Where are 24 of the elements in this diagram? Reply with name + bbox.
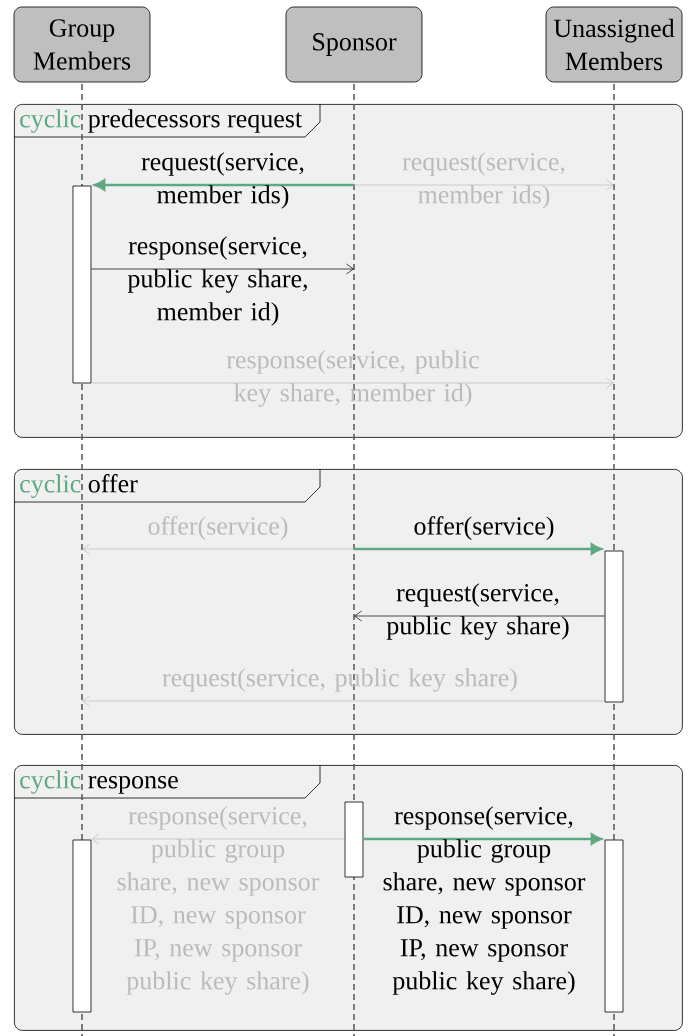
- activation-bar: [72, 185, 92, 384]
- message-arrow: [91, 377, 614, 389]
- message-arrow: [363, 833, 602, 845]
- activation-bar: [344, 801, 364, 878]
- activation-bar: [604, 839, 624, 1013]
- message-arrow: [94, 179, 354, 191]
- message-arrow: [91, 263, 354, 275]
- activation-bar: [604, 550, 624, 703]
- participant-box: Group Members: [13, 6, 151, 83]
- lifeline: [353, 83, 355, 1036]
- participant-box: Sponsor: [285, 6, 423, 83]
- message-arrow: [82, 695, 605, 707]
- edge-label: response(service, public key share, member id): [127, 236, 307, 326]
- participant-box: Unassigned Members: [545, 6, 683, 83]
- message-arrow: [91, 833, 345, 845]
- edge-label: request(service, member ids): [141, 152, 304, 209]
- activation-bar: [72, 839, 92, 1013]
- message-arrow: [353, 179, 614, 191]
- message-arrow: [82, 543, 355, 555]
- edge-label: offer(service): [414, 516, 554, 541]
- message-arrow: [354, 610, 605, 622]
- edge-label: response(service, public group share, new sponsor ID, new sponsor IP, new sponsor public key share): [383, 806, 586, 995]
- edge-label: request(service, public key share): [386, 583, 569, 640]
- message-arrow: [354, 543, 602, 555]
